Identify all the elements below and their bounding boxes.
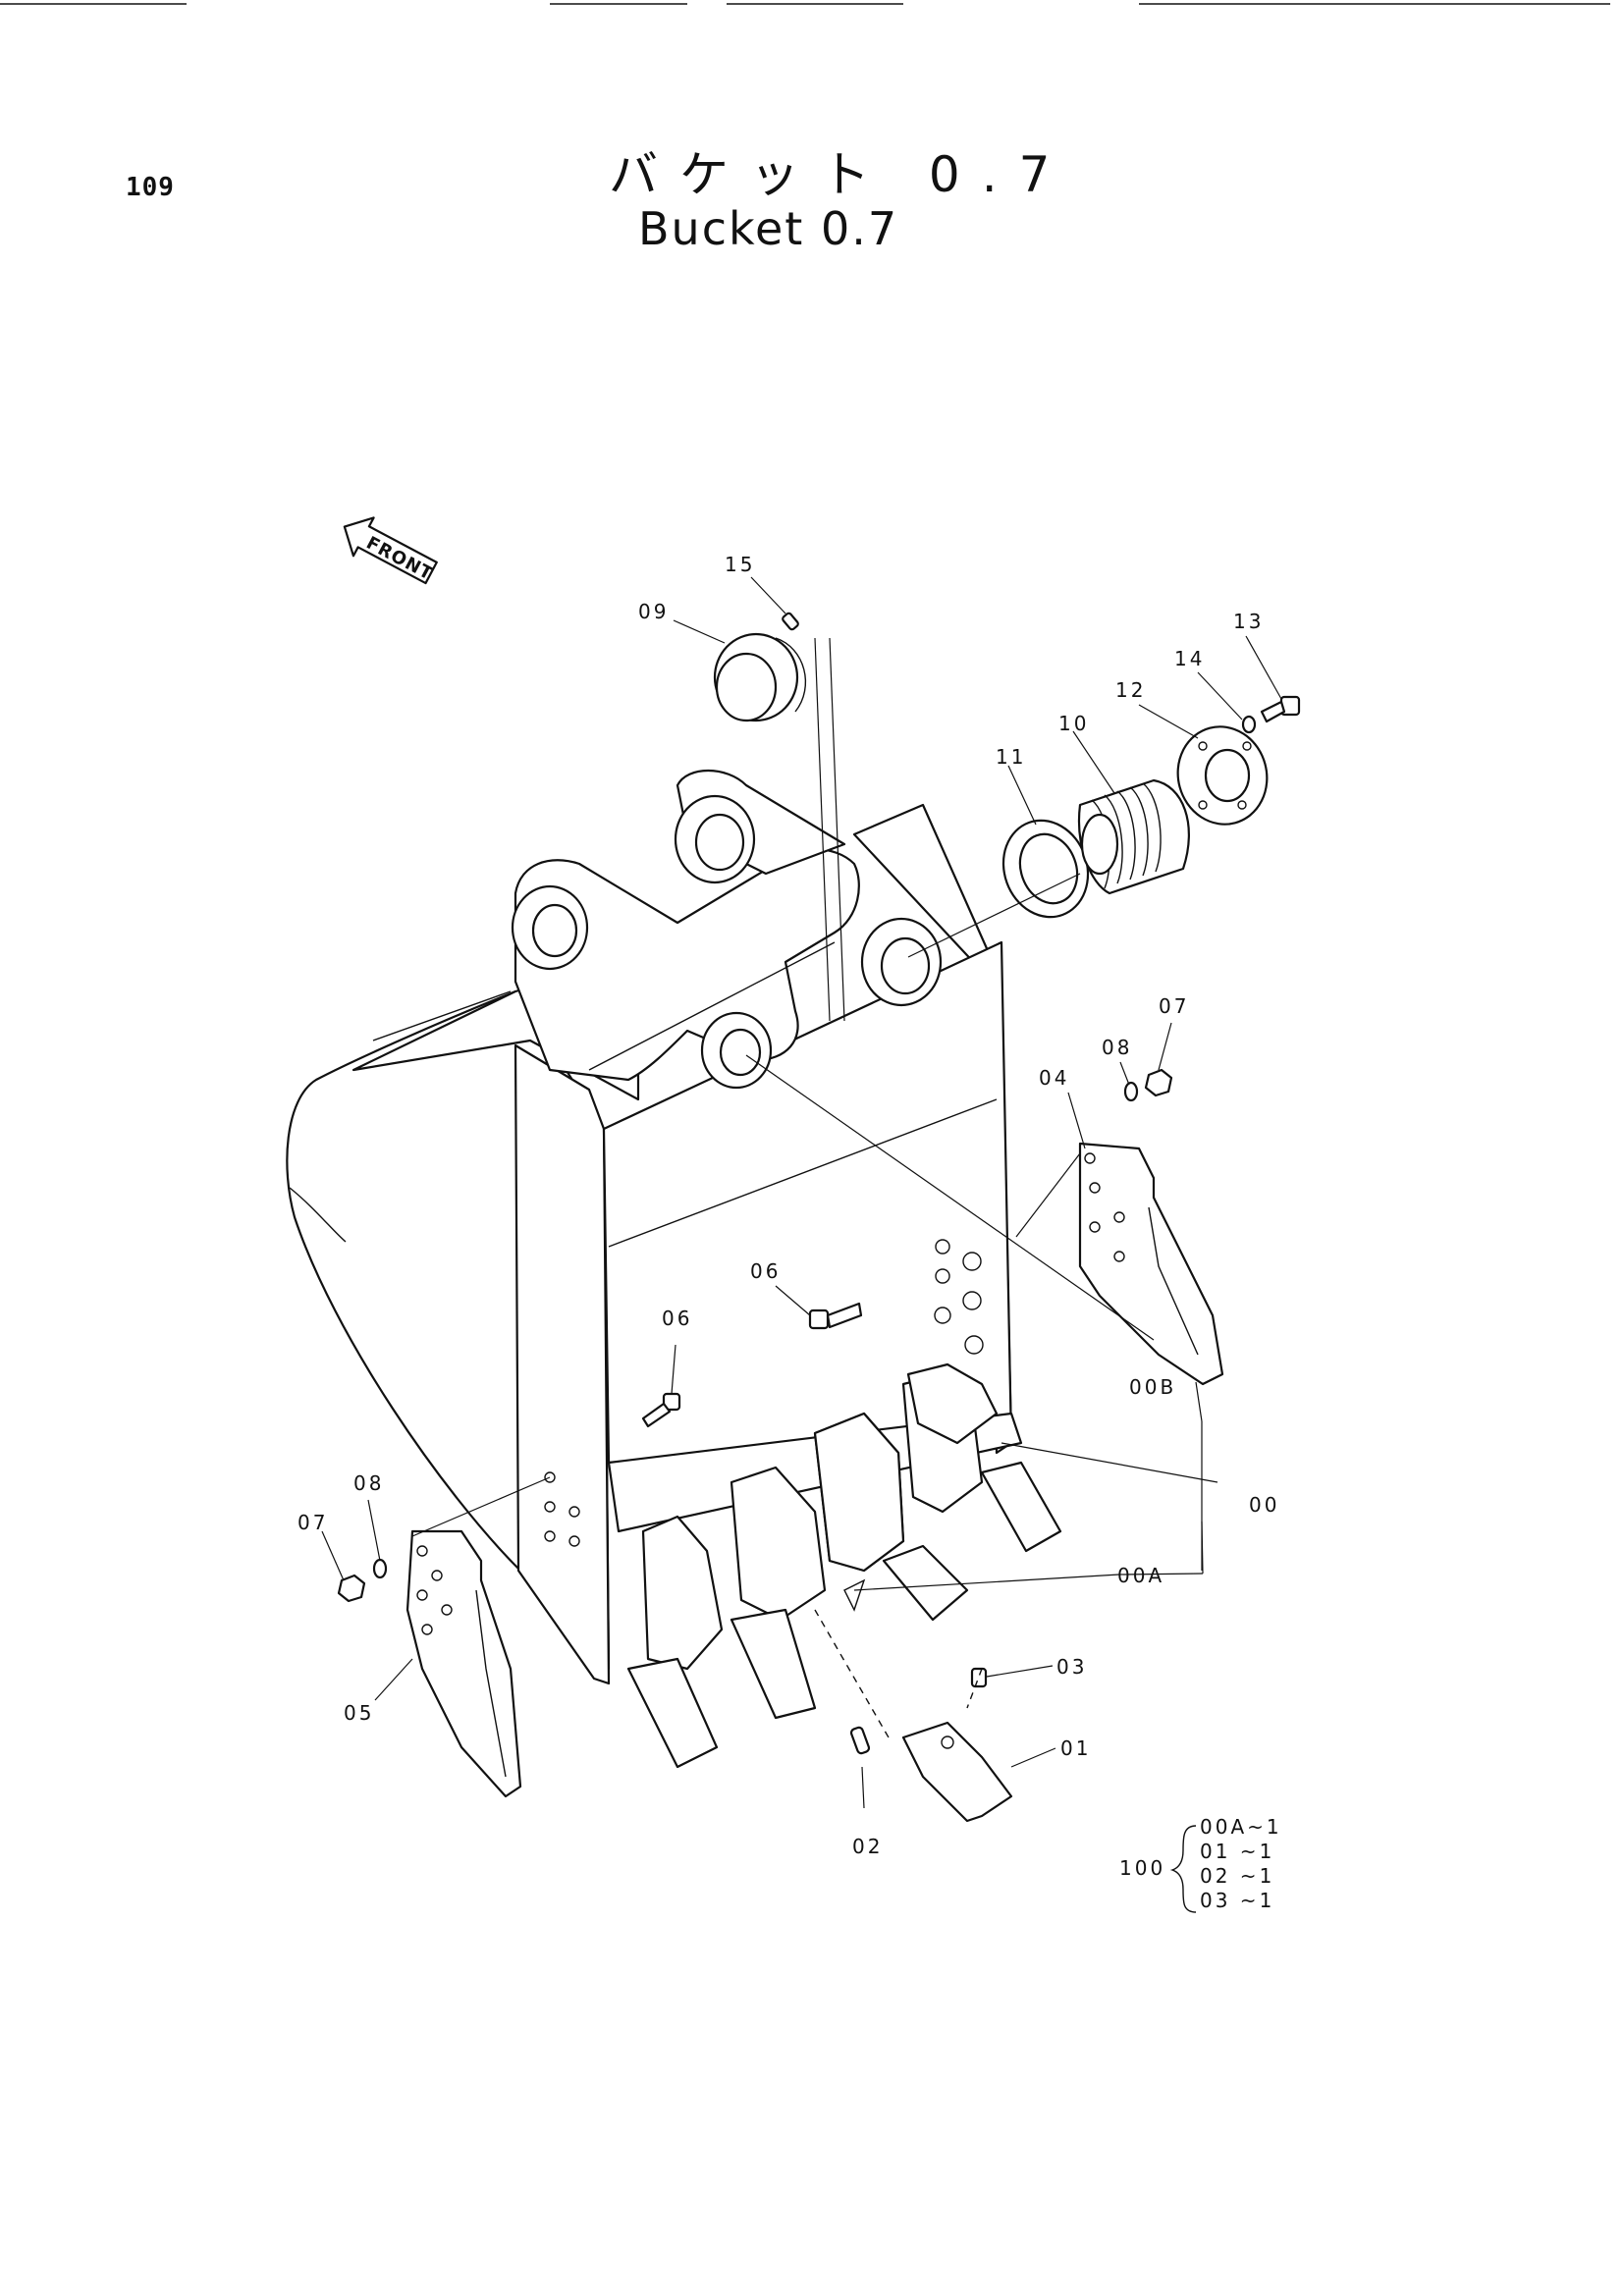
part-06-bolt-b [641, 1392, 681, 1428]
bolt-holes-side [544, 1471, 580, 1547]
callout-01: 01 [1060, 1736, 1091, 1760]
callout-00B: 00B [1129, 1375, 1176, 1399]
part-09-bushing [713, 632, 807, 722]
callout-08-right: 08 [1102, 1036, 1132, 1059]
tooth-adapter-2 [730, 1466, 827, 1720]
assembly-note: 100 00A~1 01 ~1 02 ~1 03 ~1 [1119, 1815, 1282, 1913]
pin-boss-top [674, 794, 756, 884]
callout-10: 10 [1058, 712, 1089, 735]
assembly-note-line-4: 03 ~1 [1200, 1889, 1274, 1912]
pin-boss-left [511, 884, 589, 971]
callout-02: 02 [852, 1835, 883, 1858]
callout-06-b: 06 [662, 1307, 692, 1330]
part-07-nut-left [337, 1574, 366, 1603]
part-03-lock [970, 1667, 988, 1688]
part-07-nut-right [1144, 1068, 1173, 1097]
title-japanese: バケット 0.7 [609, 146, 1072, 203]
bucket-teeth [626, 1362, 1062, 1769]
part-10-spring-seal [1078, 778, 1190, 895]
part-11-shim [1001, 819, 1090, 919]
assembly-note-line-2: 01 ~1 [1200, 1840, 1274, 1863]
tooth-adapter-4 [813, 1412, 905, 1573]
callout-06-a: 06 [750, 1259, 781, 1283]
callout-08-left: 08 [353, 1471, 384, 1495]
part-13-bolt [1260, 695, 1301, 723]
callout-labels: 15 09 13 14 12 10 11 07 08 04 06 06 00B … [298, 553, 1279, 1858]
front-arrow-icon: FRONT [343, 516, 438, 585]
callout-03: 03 [1056, 1655, 1087, 1679]
callout-05: 05 [344, 1701, 374, 1725]
callout-00: 00 [1249, 1493, 1279, 1517]
callout-13: 13 [1233, 610, 1264, 633]
tooth-adapter-1 [626, 1515, 724, 1769]
callout-07-left: 07 [298, 1511, 328, 1534]
callout-07-right: 07 [1159, 994, 1189, 1018]
callout-11: 11 [996, 745, 1026, 769]
callout-leaders [321, 576, 1282, 1809]
assembly-note-line-3: 02 ~1 [1200, 1864, 1274, 1888]
part-04-side-cutter [1078, 1142, 1224, 1386]
part-08-washer-right [1123, 1081, 1139, 1102]
tooth-adapter-6 [906, 1362, 999, 1445]
callout-00A: 00A [1117, 1564, 1164, 1587]
page-number: 109 [126, 173, 175, 202]
part-06-bolt-a [808, 1302, 863, 1330]
part-15-pin [782, 612, 799, 631]
assembly-lines [411, 637, 1218, 1738]
pin-boss-lower [700, 1011, 773, 1090]
part-12-plate [1176, 725, 1269, 826]
assembly-note-number: 100 [1119, 1856, 1165, 1880]
callout-09: 09 [638, 600, 669, 623]
callout-15: 15 [725, 553, 755, 576]
callout-12: 12 [1115, 678, 1146, 702]
part-14-washer [1241, 715, 1257, 734]
assembly-note-line-1: 00A~1 [1200, 1815, 1282, 1839]
pin-boss-right [860, 917, 943, 1007]
title-english: Bucket 0.7 [638, 202, 899, 255]
callout-14: 14 [1174, 647, 1205, 670]
part-08-washer-left [372, 1558, 388, 1579]
part-05-side-cutter [406, 1529, 522, 1798]
bolt-holes-front [934, 1239, 984, 1355]
callout-04: 04 [1039, 1066, 1069, 1090]
part-02-pin [849, 1726, 871, 1755]
part-01-tooth [901, 1721, 1013, 1823]
